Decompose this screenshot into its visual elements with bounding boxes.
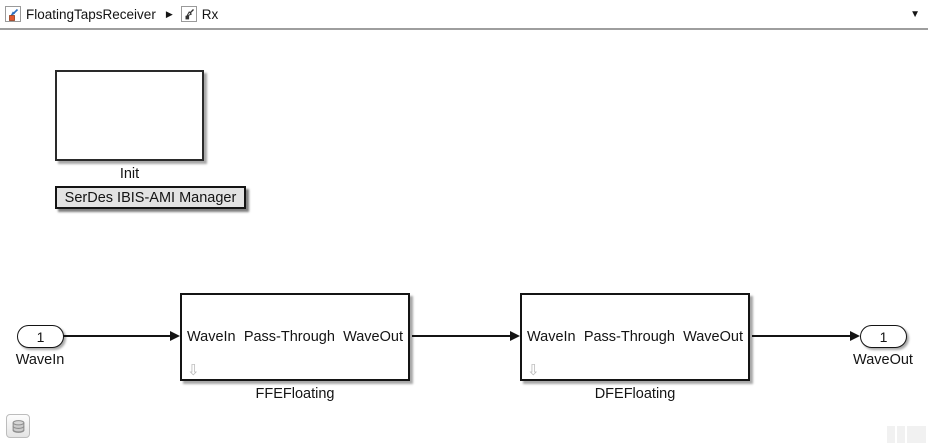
dfe-block-content: WaveIn Pass-Through WaveOut [522,295,748,379]
down-arrow-badge-icon: ⇩ [187,362,200,379]
outport-number: 1 [879,328,888,345]
ffe-passthrough-label: Pass-Through [243,329,335,345]
outport-block[interactable]: 1 [860,325,907,348]
resize-grip-segment [887,426,895,443]
breadcrumb-subsystem-label: Rx [201,6,219,22]
breadcrumb: FloatingTapsReceiver ▶ Rx ▼ [0,0,928,30]
resize-grip-segment [907,426,926,443]
arrowhead-icon [510,331,520,341]
data-browser-toggle-button[interactable] [6,414,30,438]
outport-label: WaveOut [853,352,913,368]
inport-label: WaveIn [15,352,65,368]
subsystem-icon [180,6,197,22]
down-arrow-badge-icon: ⇩ [527,362,540,379]
signal-line-dfe-to-outport[interactable] [752,335,850,337]
signal-line-ffe-to-dfe[interactable] [412,335,510,337]
dfe-floating-block[interactable]: WaveIn Pass-Through WaveOut ⇩ [520,293,750,381]
breadcrumb-item-model[interactable]: FloatingTapsReceiver [5,6,156,22]
chevron-down-icon[interactable]: ▼ [910,9,920,20]
inport-number: 1 [36,328,45,345]
chevron-right-icon: ▶ [165,8,173,19]
init-block[interactable] [55,70,204,161]
ffe-outport-label: WaveOut [343,329,403,345]
ffe-block-content: WaveIn Pass-Through WaveOut [182,295,408,379]
serdes-ibis-ami-manager-button[interactable]: SerDes IBIS-AMI Manager [55,186,246,209]
inport-block[interactable]: 1 [17,325,64,348]
dfe-passthrough-label: Pass-Through [583,329,675,345]
arrowhead-icon [850,331,860,341]
dfe-block-label: DFEFloating [594,386,676,402]
dfe-outport-label: WaveOut [683,329,743,345]
breadcrumb-model-label: FloatingTapsReceiver [26,6,156,22]
arrowhead-icon [170,331,180,341]
breadcrumb-item-subsystem[interactable]: Rx [180,6,219,22]
init-block-label: Init [119,166,140,182]
ffe-block-label: FFEFloating [255,386,335,402]
signal-line-inport-to-ffe[interactable] [63,335,170,337]
ffe-inport-label: WaveIn [187,329,236,345]
model-icon [5,6,21,22]
dfe-inport-label: WaveIn [527,329,576,345]
resize-grip-segment [897,426,905,443]
data-stack-icon [12,419,24,433]
ffe-floating-block[interactable]: WaveIn Pass-Through WaveOut ⇩ [180,293,410,381]
